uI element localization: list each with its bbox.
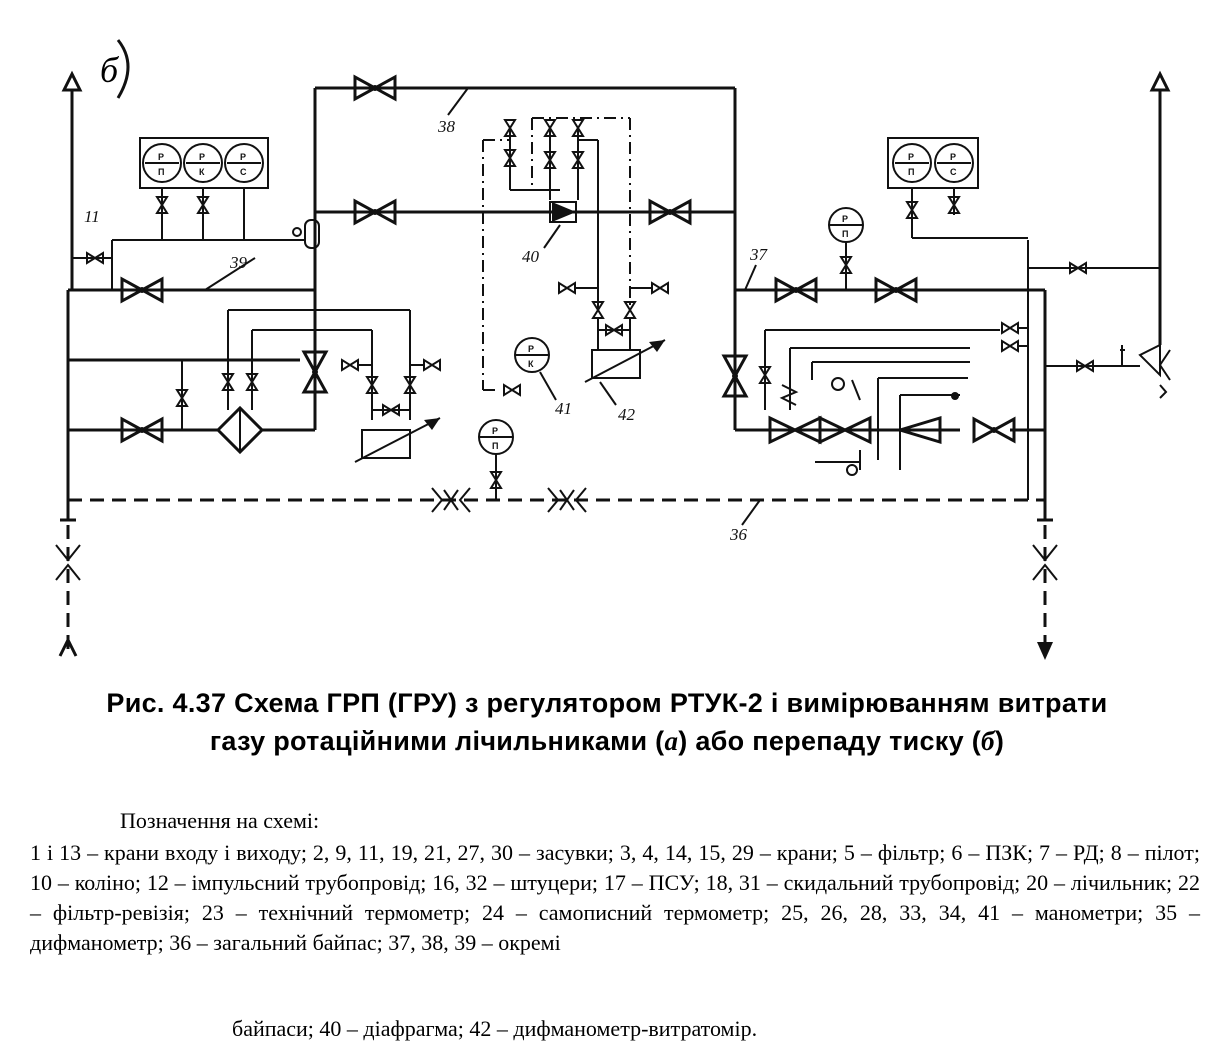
svg-text:П: П [492, 441, 498, 451]
legend-title: Позначення на схемі: [120, 808, 320, 833]
legend-last-line: байпаси; 40 – діафрагма; 42 – дифманомет… [232, 1016, 758, 1041]
regulator-assembly [759, 322, 1028, 476]
label-39: 39 [229, 253, 248, 272]
svg-text:P: P [950, 152, 956, 162]
svg-text:P: P [492, 426, 498, 436]
left-gauge-panel: P П P К P С [111, 137, 300, 290]
svg-text:P: P [199, 152, 205, 162]
svg-text:П: П [158, 167, 164, 177]
dp-flow-meter-42 [558, 282, 669, 383]
svg-text:П: П [842, 229, 848, 239]
filter-5 [176, 309, 410, 455]
manometer-bypass-37: P П [828, 207, 864, 290]
valve-outlet-right [972, 417, 1016, 443]
svg-text:С: С [240, 167, 247, 177]
svg-text:P: P [842, 214, 848, 224]
label-40: 40 [522, 247, 540, 266]
svg-text:С: С [950, 167, 957, 177]
label-36: 36 [729, 525, 748, 544]
label-41: 41 [555, 399, 572, 418]
impulse-lines [482, 117, 631, 391]
figure-caption-line1: Рис. 4.37 Схема ГРП (ГРУ) з регулятором … [106, 688, 1108, 718]
right-gauge-panel: P П P С [887, 137, 1028, 239]
inlet-pipe-left [55, 500, 81, 657]
svg-text:P: P [240, 152, 246, 162]
left-frame-pipes [66, 288, 317, 500]
figure-caption-line2: газу ротаційними лічильниками (а) або пе… [209, 726, 1005, 756]
common-bypass-36 [68, 487, 1045, 513]
condensate-vessel [292, 219, 320, 249]
bypass-manometer: P П [478, 419, 514, 500]
svg-text:К: К [199, 167, 205, 177]
right-frame-pipes [735, 240, 1160, 500]
manometer-41: P К [503, 337, 550, 396]
legend-body: 1 і 13 – крани входу і виходу; 2, 9, 11,… [30, 840, 1200, 955]
svg-text:К: К [528, 359, 534, 369]
label-38: 38 [437, 117, 456, 136]
svg-text:P: P [528, 344, 534, 354]
variant-bracket [116, 39, 130, 99]
outlet-pipe-right [1032, 500, 1058, 660]
label-37: 37 [749, 245, 769, 264]
svg-text:P: P [158, 152, 164, 162]
dp-meter-left [341, 310, 441, 463]
grp-scheme-diagram: б 11 P П P К P С [55, 39, 1171, 660]
svg-text:П: П [908, 167, 914, 177]
svg-text:P: P [908, 152, 914, 162]
variant-mark: б [100, 50, 120, 90]
left-outlet-pipe [61, 70, 83, 290]
label-42: 42 [618, 405, 636, 424]
safety-relief-valve [1120, 70, 1171, 399]
diaphragm-40 [549, 201, 577, 223]
label-11: 11 [84, 207, 100, 226]
